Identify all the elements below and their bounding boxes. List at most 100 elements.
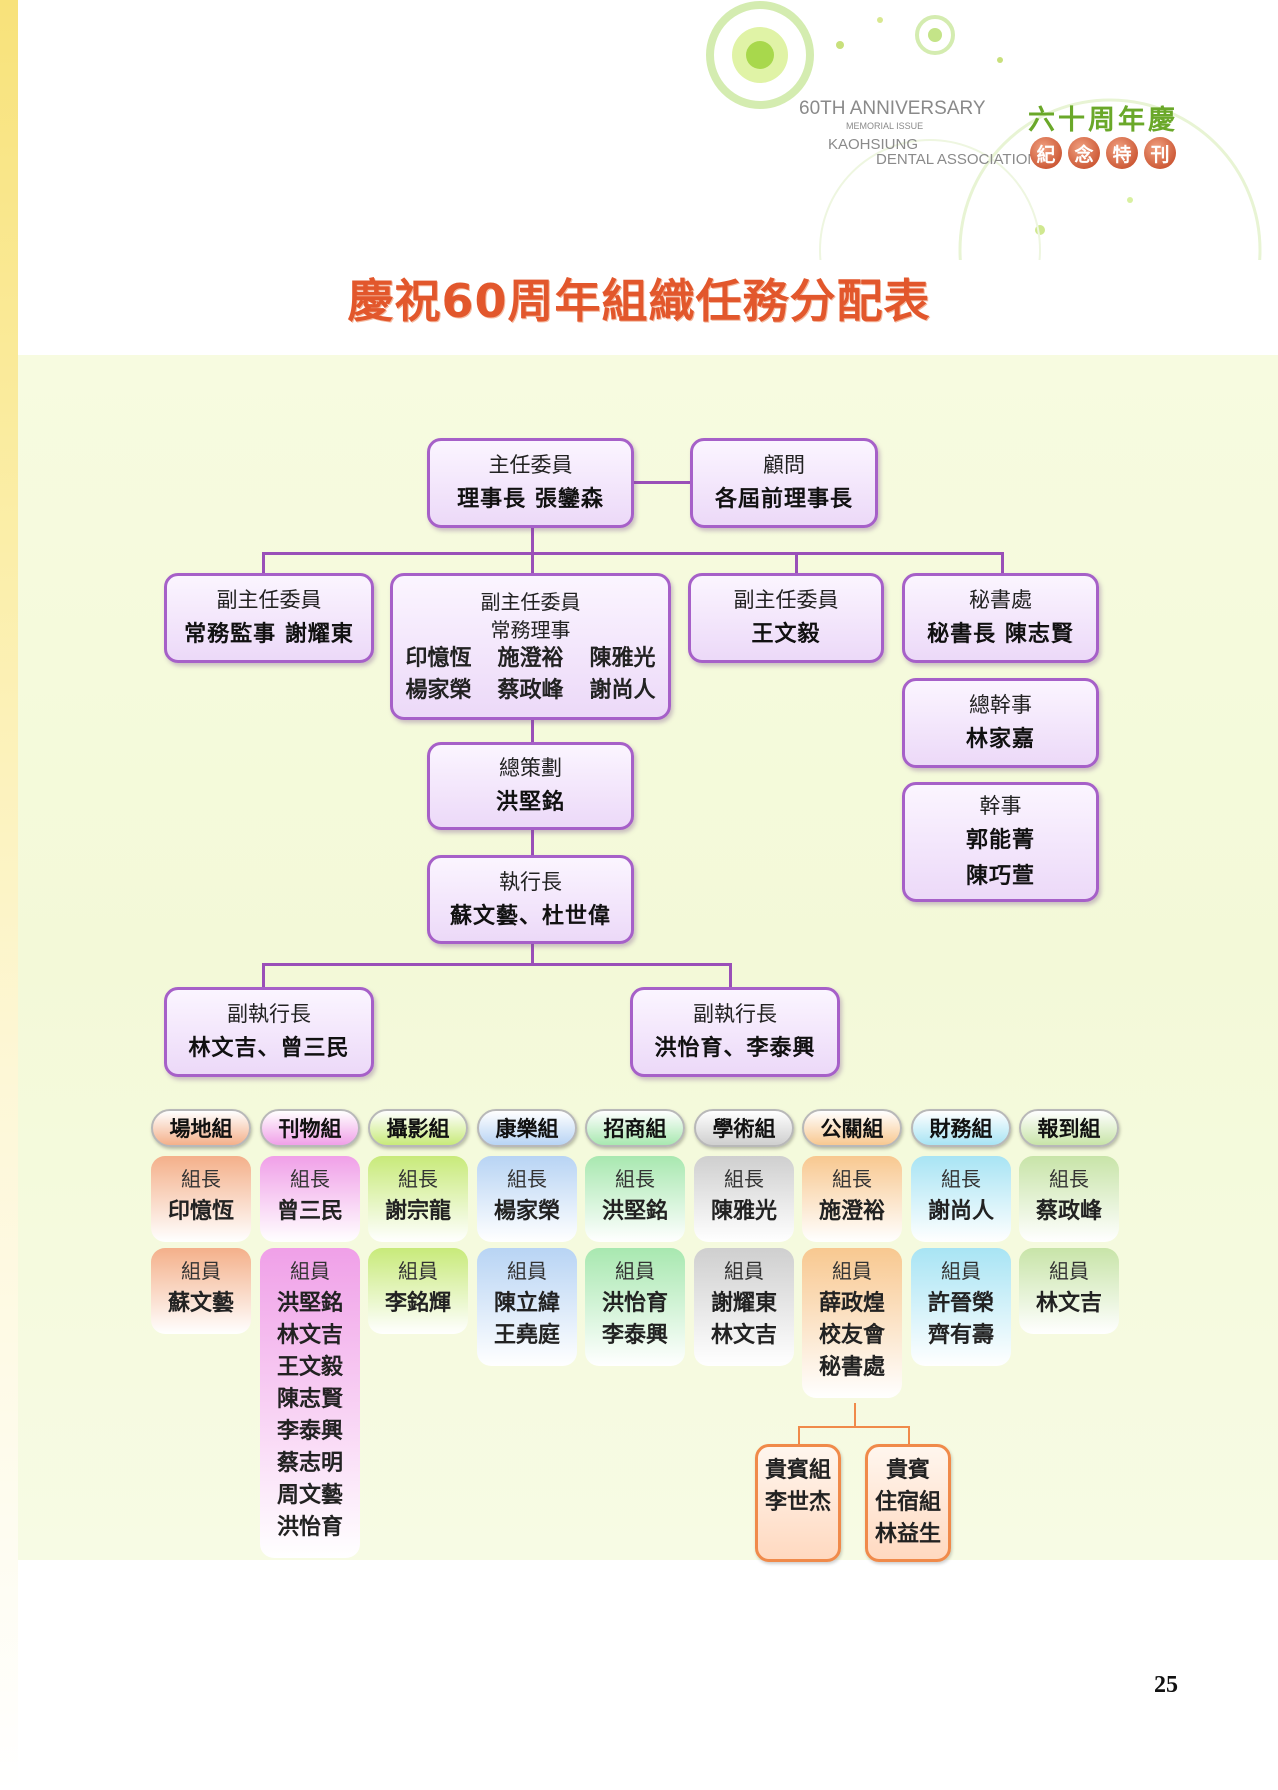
group-title: 學術組	[694, 1109, 794, 1147]
planner-role: 總策劃	[499, 756, 562, 780]
chair-role: 主任委員	[488, 453, 573, 477]
vip-2-name: 住宿組	[874, 1490, 941, 1515]
member-name: 蔡志明	[276, 1451, 343, 1476]
vice-chair-2-box: 副主任委員 常務理事 印憶恆 施澄裕 陳雅光 楊家榮 蔡政峰 謝尚人	[390, 573, 671, 720]
leader-label: 組長	[832, 1167, 872, 1191]
leader-label: 組長	[181, 1167, 221, 1191]
group-title: 攝影組	[368, 1109, 468, 1147]
org-chart-background	[18, 355, 1278, 1560]
connector	[262, 552, 1004, 555]
seal-row: 紀 念 特 刊	[1030, 137, 1176, 169]
secretariat-name: 秘書長 陳志賢	[927, 622, 1074, 647]
leader-name: 施澄裕	[818, 1199, 885, 1224]
officer-box: 幹事 郭能菁 陳巧萱	[902, 782, 1099, 902]
group-title: 財務組	[911, 1109, 1011, 1147]
connector	[531, 943, 534, 965]
member-name: 校友會	[818, 1323, 885, 1348]
member-name: 洪怡育	[276, 1515, 343, 1540]
group-leader-cell: 組長印憶恆	[151, 1156, 251, 1242]
member-name: 林文吉	[710, 1323, 777, 1348]
chair-name: 理事長 張鑾森	[457, 487, 604, 512]
exec-name: 蘇文藝、杜世偉	[449, 903, 611, 929]
vice-chair-2-name: 楊家榮	[405, 677, 472, 703]
page-number: 25	[1154, 1672, 1178, 1698]
vip-1-name: 李世杰	[764, 1490, 831, 1515]
group-leader-cell: 組長陳雅光	[694, 1156, 794, 1242]
group-leader-cell: 組長謝尚人	[911, 1156, 1011, 1242]
planner-box: 總策劃 洪堅銘	[427, 742, 634, 830]
officer-role: 幹事	[979, 794, 1022, 818]
vice-chair-1-name: 常務監事 謝耀東	[184, 622, 354, 647]
anniversary-text-1: 60TH ANNIVERSARY	[799, 98, 986, 119]
vice-chair-2-name: 陳雅光	[589, 645, 656, 671]
secretariat-box: 秘書處 秘書長 陳志賢	[902, 573, 1099, 663]
vip-box-1: 貴賓組 李世杰	[755, 1444, 841, 1562]
vice-exec-2-name: 洪怡育、李泰興	[654, 1036, 816, 1061]
member-name: 李銘輝	[384, 1291, 451, 1316]
vice-chair-2-sub: 常務理事	[490, 617, 571, 642]
group-members-cell: 組員洪怡育李泰興	[585, 1248, 685, 1366]
leader-label: 組長	[507, 1167, 547, 1191]
general-officer-role: 總幹事	[969, 693, 1032, 717]
anniversary-text-3: KAOHSIUNG	[828, 136, 919, 153]
left-decor-strip	[0, 0, 18, 1790]
member-label: 組員	[507, 1259, 547, 1283]
vice-chair-3-name: 王文毅	[751, 622, 821, 647]
seal-char: 刊	[1144, 137, 1176, 169]
member-label: 組員	[615, 1259, 655, 1283]
page-title: 慶祝60周年組織任務分配表	[347, 274, 931, 328]
vice-chair-2-name: 施澄裕	[497, 645, 564, 671]
advisor-box: 顧問 各屆前理事長	[690, 438, 878, 528]
group-leader-cell: 組長謝宗龍	[368, 1156, 468, 1242]
group-title: 場地組	[151, 1109, 251, 1147]
connector	[531, 829, 534, 855]
leader-label: 組長	[724, 1167, 764, 1191]
member-label: 組員	[832, 1259, 872, 1283]
leader-name: 洪堅銘	[601, 1199, 668, 1224]
member-name: 李泰興	[276, 1419, 343, 1444]
vice-exec-1-box: 副執行長 林文吉、曾三民	[164, 987, 374, 1077]
vice-chair-3-box: 副主任委員 王文毅	[688, 573, 884, 663]
group-title: 報到組	[1019, 1109, 1119, 1147]
leader-name: 蔡政峰	[1035, 1199, 1102, 1224]
member-label: 組員	[724, 1259, 764, 1283]
group-title: 刊物組	[260, 1109, 360, 1147]
member-name: 陳志賢	[276, 1387, 343, 1412]
connector	[795, 552, 798, 574]
vice-exec-1-name: 林文吉、曾三民	[188, 1036, 350, 1061]
officer-name: 陳巧萱	[965, 864, 1035, 889]
vice-chair-3-role: 副主任委員	[733, 588, 839, 612]
chair-box: 主任委員 理事長 張鑾森	[427, 438, 634, 528]
connector	[531, 527, 534, 573]
member-name: 王堯庭	[493, 1323, 560, 1348]
connector	[634, 481, 690, 484]
group-members-cell: 組員李銘輝	[368, 1248, 468, 1334]
vice-exec-2-role: 副執行長	[693, 1002, 777, 1026]
seal-char: 念	[1068, 137, 1100, 169]
connector	[729, 963, 732, 987]
member-name: 秘書處	[818, 1355, 885, 1380]
connector	[262, 552, 265, 574]
anniversary-text-2: MEMORIAL ISSUE	[846, 121, 924, 131]
general-officer-box: 總幹事 林家嘉	[902, 678, 1099, 768]
leader-label: 組長	[398, 1167, 438, 1191]
group-leader-cell: 組長蔡政峰	[1019, 1156, 1119, 1242]
group-leader-cell: 組長施澄裕	[802, 1156, 902, 1242]
vice-chair-2-name: 蔡政峰	[497, 677, 564, 703]
leader-label: 組長	[290, 1167, 330, 1191]
member-label: 組員	[290, 1259, 330, 1283]
advisor-name: 各屆前理事長	[714, 487, 853, 512]
group-members-cell: 組員蘇文藝	[151, 1248, 251, 1334]
officer-name: 郭能菁	[965, 828, 1035, 853]
member-name: 齊有壽	[927, 1323, 994, 1348]
vice-chair-1-box: 副主任委員 常務監事 謝耀東	[164, 573, 374, 663]
connector	[531, 718, 534, 742]
vice-chair-1-role: 副主任委員	[216, 588, 322, 612]
leader-name: 謝尚人	[927, 1199, 994, 1224]
group-members-cell: 組員許晉榮齊有壽	[911, 1248, 1011, 1366]
exec-box: 執行長 蘇文藝、杜世偉	[427, 855, 634, 944]
vice-chair-2-name: 謝尚人	[589, 677, 656, 703]
member-label: 組員	[1049, 1259, 1089, 1283]
vip-connector	[854, 1403, 856, 1427]
member-name: 王文毅	[276, 1355, 343, 1380]
